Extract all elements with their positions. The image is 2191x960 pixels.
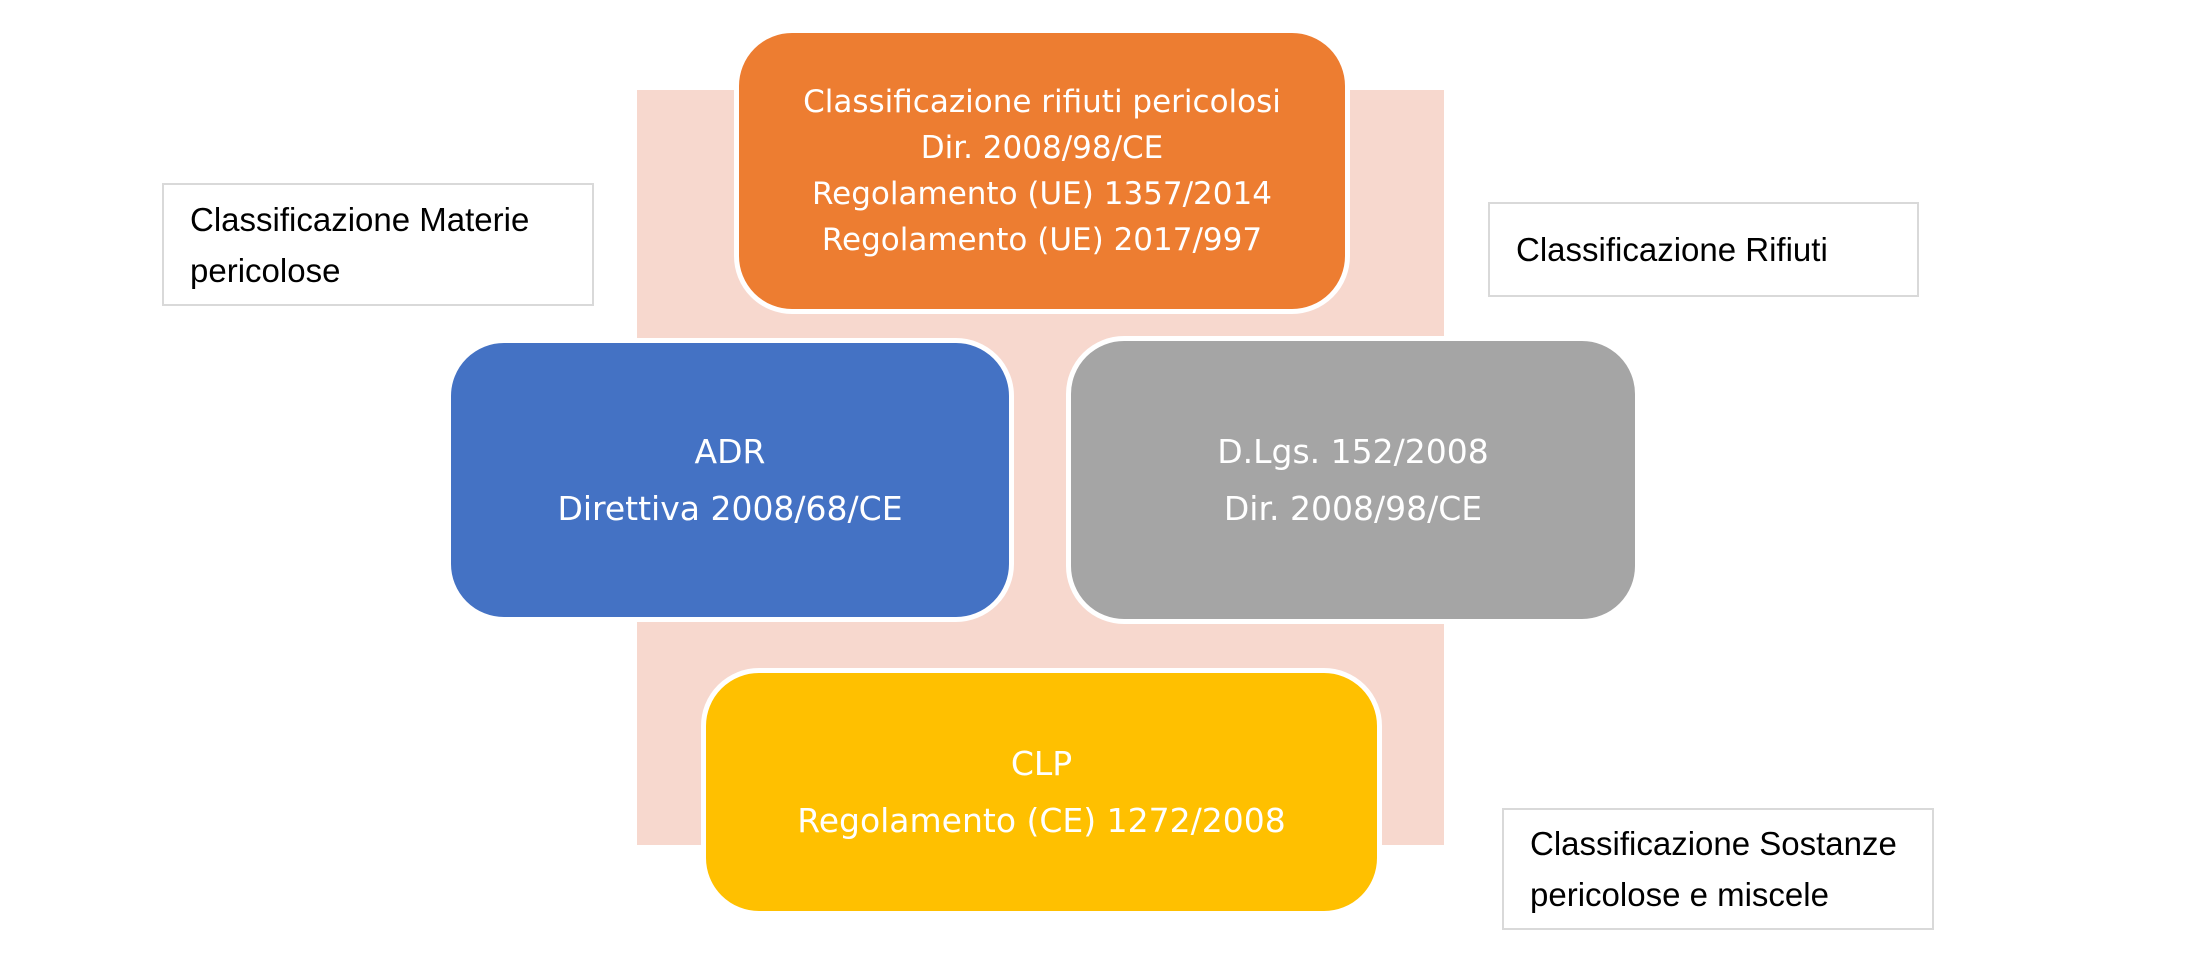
box-text-line: Regolamento (UE) 1357/2014 bbox=[812, 176, 1272, 212]
label-classificazione-sostanze-pericolose: Classificazione Sostanze pericolose e mi… bbox=[1502, 808, 1934, 930]
dlgs-152-2008-box: D.Lgs. 152/2008 Dir. 2008/98/CE bbox=[1066, 336, 1640, 624]
box-text-line: Regolamento (CE) 1272/2008 bbox=[797, 801, 1286, 840]
box-text-line: Direttiva 2008/68/CE bbox=[557, 489, 903, 528]
box-text-line: ADR bbox=[694, 432, 766, 471]
box-text-line: Regolamento (UE) 2017/997 bbox=[821, 222, 1263, 258]
waste-classification-box: Classificazione rifiuti pericolosi Dir. … bbox=[734, 28, 1350, 314]
label-text-line: pericolose bbox=[190, 251, 341, 289]
box-text-line: CLP bbox=[1010, 744, 1073, 783]
label-classificazione-materie-pericolose: Classificazione Materie pericolose bbox=[162, 183, 594, 306]
clp-box: CLP Regolamento (CE) 1272/2008 bbox=[701, 668, 1382, 916]
label-text-line: Classificazione Materie bbox=[190, 200, 530, 238]
box-text-line: D.Lgs. 152/2008 bbox=[1217, 432, 1489, 471]
label-text-line: Classificazione Rifiuti bbox=[1516, 231, 1828, 268]
box-text-line: Dir. 2008/98/CE bbox=[920, 130, 1164, 166]
label-text-line: Classificazione Sostanze bbox=[1530, 825, 1897, 862]
label-text-line: pericolose e miscele bbox=[1530, 876, 1829, 913]
label-classificazione-rifiuti: Classificazione Rifiuti bbox=[1488, 202, 1919, 297]
box-text-line: Classificazione rifiuti pericolosi bbox=[803, 84, 1281, 120]
adr-box: ADR Direttiva 2008/68/CE bbox=[446, 338, 1014, 622]
box-text-line: Dir. 2008/98/CE bbox=[1223, 489, 1483, 528]
